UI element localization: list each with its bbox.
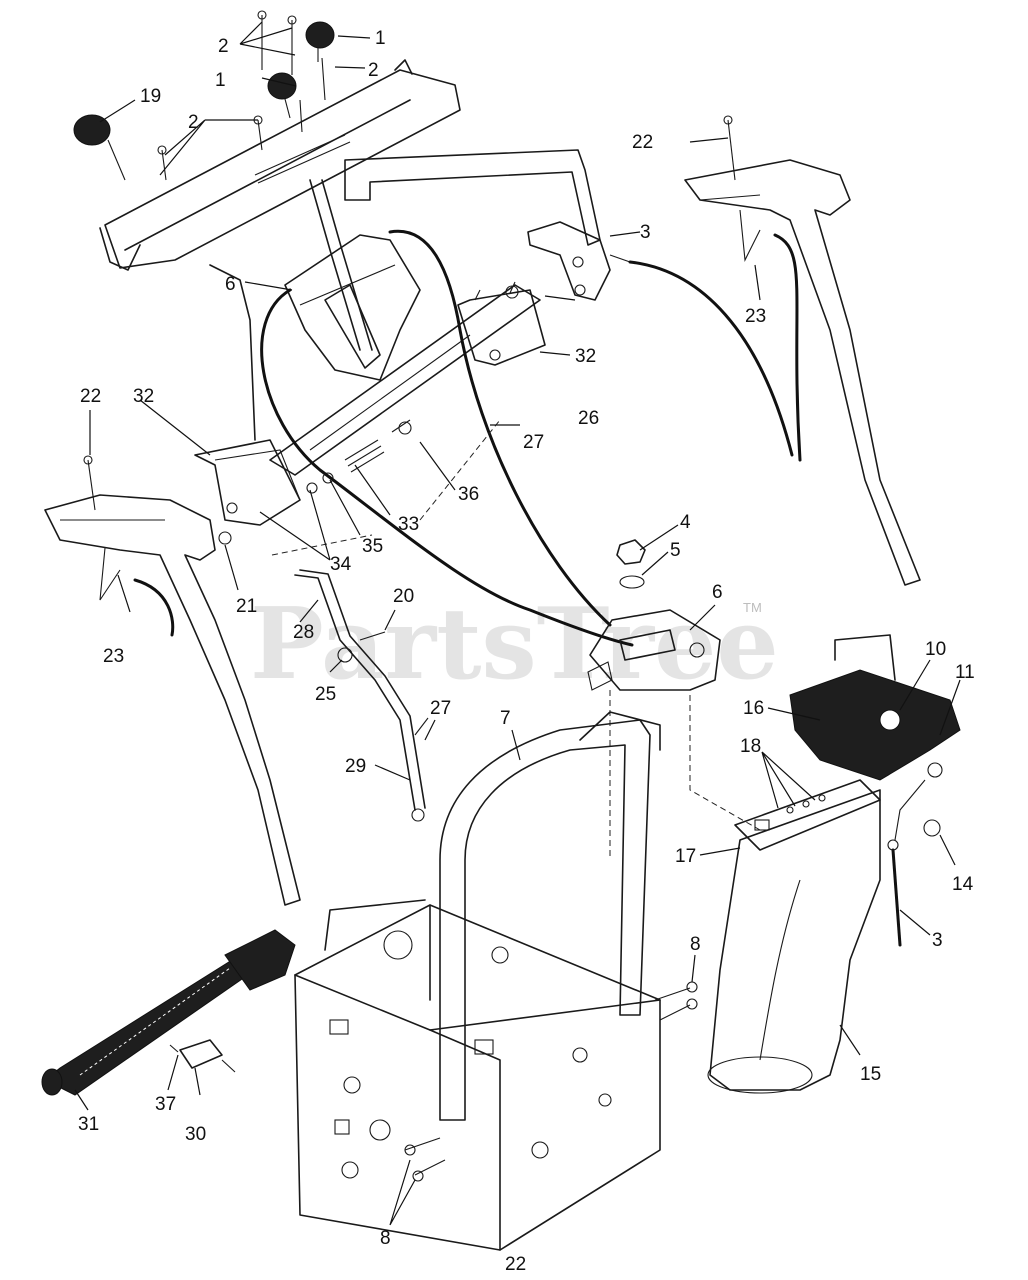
control-lever-3 <box>527 221 631 301</box>
callout-labels: 1 1 2 2 2 19 3 3 22 22 22 23 23 6 6 32 3… <box>78 28 975 1275</box>
callout-34: 34 <box>330 554 352 575</box>
callout-6-lower: 6 <box>712 582 723 603</box>
callout-6-upper: 6 <box>225 274 236 295</box>
cable-chute-deflector <box>260 288 634 647</box>
callout-10: 10 <box>925 639 946 660</box>
callout-32-left: 32 <box>133 386 154 407</box>
knob-19 <box>73 114 126 181</box>
callout-1-mid: 1 <box>215 70 226 91</box>
bolts-8 <box>404 981 698 1182</box>
left-handle <box>44 455 301 906</box>
nut-washer <box>616 539 646 589</box>
bail-handle-7 <box>439 711 661 1121</box>
callout-29: 29 <box>345 756 366 777</box>
right-handle <box>344 115 921 586</box>
callout-3-upper: 3 <box>640 222 651 243</box>
callout-33: 33 <box>398 514 419 535</box>
control-panel <box>99 59 461 271</box>
callout-22-bottom: 22 <box>505 1254 526 1275</box>
callout-20: 20 <box>393 586 414 607</box>
callout-15: 15 <box>860 1064 881 1085</box>
deflector-16 <box>789 634 961 781</box>
callout-22-left: 22 <box>80 386 101 407</box>
callout-8-bottom: 8 <box>380 1228 391 1249</box>
callout-14: 14 <box>952 874 974 895</box>
chute-bracket-17 <box>734 779 881 851</box>
callout-37: 37 <box>155 1094 176 1115</box>
cable-right <box>628 260 794 457</box>
callout-2-left: 2 <box>188 112 199 133</box>
callout-25: 25 <box>315 684 336 705</box>
callout-32-right: 32 <box>575 346 596 367</box>
callout-30: 30 <box>185 1124 206 1145</box>
spring-33 <box>306 419 412 494</box>
drive-shaft-31 <box>41 929 296 1096</box>
callout-35: 35 <box>362 536 383 557</box>
chute-hardware <box>887 762 943 947</box>
callout-3-lower: 3 <box>932 930 943 951</box>
chute-mount-6 <box>587 609 721 691</box>
callout-17: 17 <box>675 846 696 867</box>
callout-21: 21 <box>236 596 257 617</box>
callout-11: 11 <box>955 662 975 683</box>
panel-screws <box>157 10 326 181</box>
callout-4: 4 <box>680 512 691 533</box>
leader-lines <box>74 21 961 1226</box>
watermark-text: PartsTree <box>250 587 779 702</box>
callout-22-right: 22 <box>632 132 653 153</box>
bracket-32-left <box>194 264 301 526</box>
knob-1-top <box>305 21 335 62</box>
watermark-tm: TM <box>743 600 762 615</box>
cable-chute-rotation <box>388 229 612 627</box>
callout-36: 36 <box>458 484 479 505</box>
callout-2-right: 2 <box>368 60 379 81</box>
callout-16: 16 <box>743 698 764 719</box>
key-30 <box>169 1039 236 1073</box>
callout-2-top: 2 <box>218 36 229 57</box>
crank-bracket-6 <box>284 234 421 381</box>
callout-8-right: 8 <box>690 934 701 955</box>
callout-7: 7 <box>500 708 511 729</box>
callout-23-left: 23 <box>103 646 124 667</box>
cross-rod-26 <box>269 284 541 476</box>
callout-26: 26 <box>578 408 599 429</box>
callout-31: 31 <box>78 1114 99 1135</box>
callout-19: 19 <box>140 86 161 107</box>
callout-18: 18 <box>740 736 761 757</box>
callout-23-right: 23 <box>745 306 766 327</box>
callout-28: 28 <box>293 622 314 643</box>
discharge-chute-15 <box>707 789 881 1094</box>
callout-27-lower: 27 <box>430 698 451 719</box>
callout-5: 5 <box>670 540 681 561</box>
frame-housing <box>294 899 661 1251</box>
shift-rod <box>294 569 429 822</box>
callout-27-upper: 27 <box>523 432 544 453</box>
chute-crank-rod <box>309 179 361 351</box>
knob-1-mid <box>267 72 297 119</box>
callout-1-top: 1 <box>375 28 386 49</box>
